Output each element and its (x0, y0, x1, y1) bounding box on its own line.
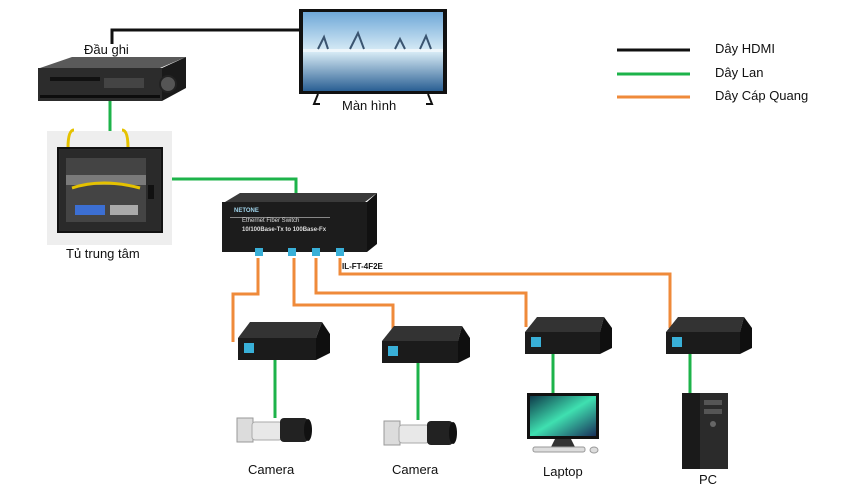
camera-2-label: Camera (392, 462, 439, 477)
cabinet-label: Tủ trung tâm (66, 246, 140, 261)
monitor-label: Màn hình (342, 98, 397, 113)
media-converter-2 (382, 326, 470, 363)
lan-cable-cabinet-switch (163, 177, 298, 198)
cabinet-device (47, 128, 172, 245)
fiber-cable-2 (292, 258, 395, 335)
monitor-device (299, 9, 447, 105)
legend-label-lan: Dây Lan (715, 65, 764, 80)
fiber-switch-device (222, 193, 377, 256)
camera-2-device (383, 420, 457, 446)
switch-spec: 10/100Base-Tx to 100Base-Fx (242, 227, 327, 233)
camera-1-device (236, 417, 312, 443)
switch-model: IL-FT-4F2E (342, 262, 383, 271)
laptop-label: Laptop (543, 464, 583, 479)
media-converter-4 (666, 317, 752, 354)
media-converter-1 (238, 322, 330, 360)
hdmi-cable (110, 28, 300, 44)
camera-1-label: Camera (248, 462, 295, 477)
pc-device (682, 393, 728, 469)
legend-label-hdmi: Dây HDMI (715, 41, 775, 56)
fiber-cable-3 (314, 258, 528, 327)
switch-brand: NETONE (234, 208, 259, 214)
pc-label: PC (699, 472, 718, 487)
recorder-device (38, 57, 186, 101)
media-converter-3 (525, 317, 612, 354)
legend-label-fiber: Dây Cáp Quang (715, 88, 809, 103)
switch-title: Ethernet Fiber Switch (242, 218, 300, 224)
recorder-label: Đầu ghi (84, 42, 129, 57)
fiber-cable-4 (338, 258, 672, 328)
fiber-cable-1 (231, 258, 260, 342)
laptop-device (527, 393, 599, 454)
